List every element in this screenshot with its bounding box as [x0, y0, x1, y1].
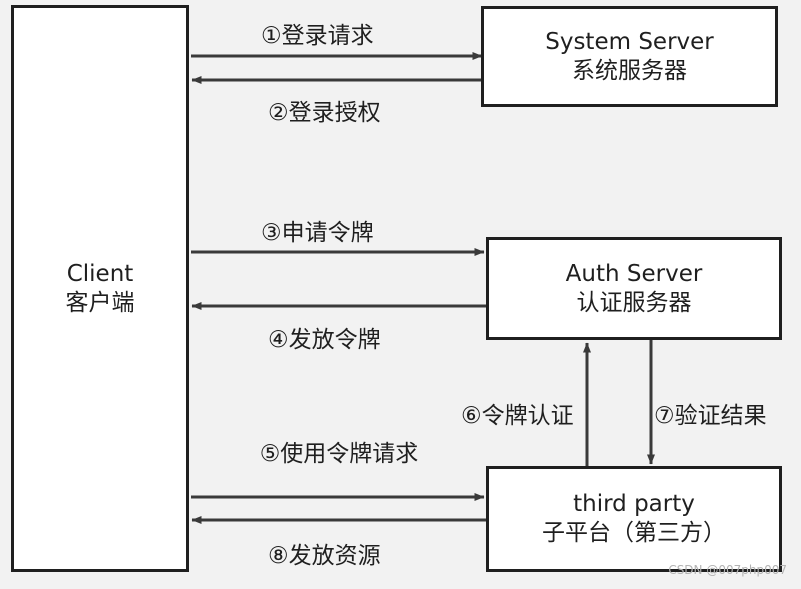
system-server-node: System Server 系统服务器: [481, 6, 778, 107]
edge-label-issue-token: ④发放令牌: [268, 327, 381, 353]
client-node: Client 客户端: [11, 5, 189, 572]
watermark: CSDN @007php007: [668, 563, 787, 577]
third-party-node: third party 子平台（第三方）: [486, 466, 782, 572]
edge-label-use-token-request: ⑤使用令牌请求: [259, 441, 419, 467]
third-party-label-zh: 子平台（第三方）: [542, 520, 726, 546]
edge-label-verify-result: ⑦验证结果: [654, 403, 767, 429]
auth-server-label-zh: 认证服务器: [576, 289, 692, 316]
client-label-zh: 客户端: [65, 289, 135, 316]
edge-label-token-auth: ⑥令牌认证: [461, 403, 574, 429]
edge-label-login-request: ①登录请求: [261, 23, 374, 49]
auth-server-node: Auth Server 认证服务器: [486, 237, 782, 340]
edge-label-apply-token: ③申请令牌: [261, 220, 374, 246]
edge-label-issue-resource: ⑧发放资源: [268, 543, 381, 569]
system-server-label-zh: 系统服务器: [572, 57, 687, 84]
edge-label-login-authorize: ②登录授权: [268, 100, 381, 126]
system-server-label-en: System Server: [545, 28, 714, 55]
auth-server-label-en: Auth Server: [565, 260, 703, 287]
client-label-en: Client: [66, 260, 134, 287]
third-party-label-en: third party: [573, 491, 695, 518]
